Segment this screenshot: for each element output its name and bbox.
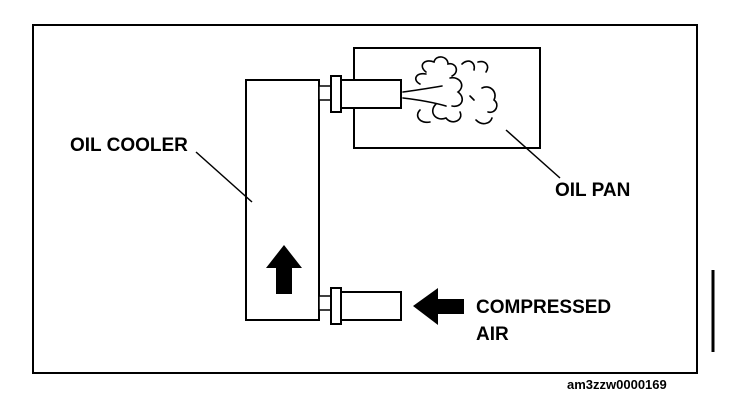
diagram-frame	[32, 24, 698, 374]
lower-fitting	[318, 287, 402, 325]
flow-up-arrow-icon	[266, 245, 302, 294]
oil-cooler-label: OIL COOLER	[70, 135, 188, 156]
compressed-air-label-line2: AIR	[476, 324, 509, 345]
oil-cooler-leader	[195, 151, 253, 203]
air-spray-icon	[402, 56, 498, 125]
oil-pan-leader	[505, 129, 561, 179]
upper-fitting	[318, 75, 402, 113]
compressed-air-label-line1: COMPRESSED	[476, 297, 611, 318]
oil-pan-label: OIL PAN	[555, 180, 630, 201]
compressed-air-arrow-icon	[413, 288, 464, 325]
figure-code: am3zzw0000169	[567, 377, 667, 392]
